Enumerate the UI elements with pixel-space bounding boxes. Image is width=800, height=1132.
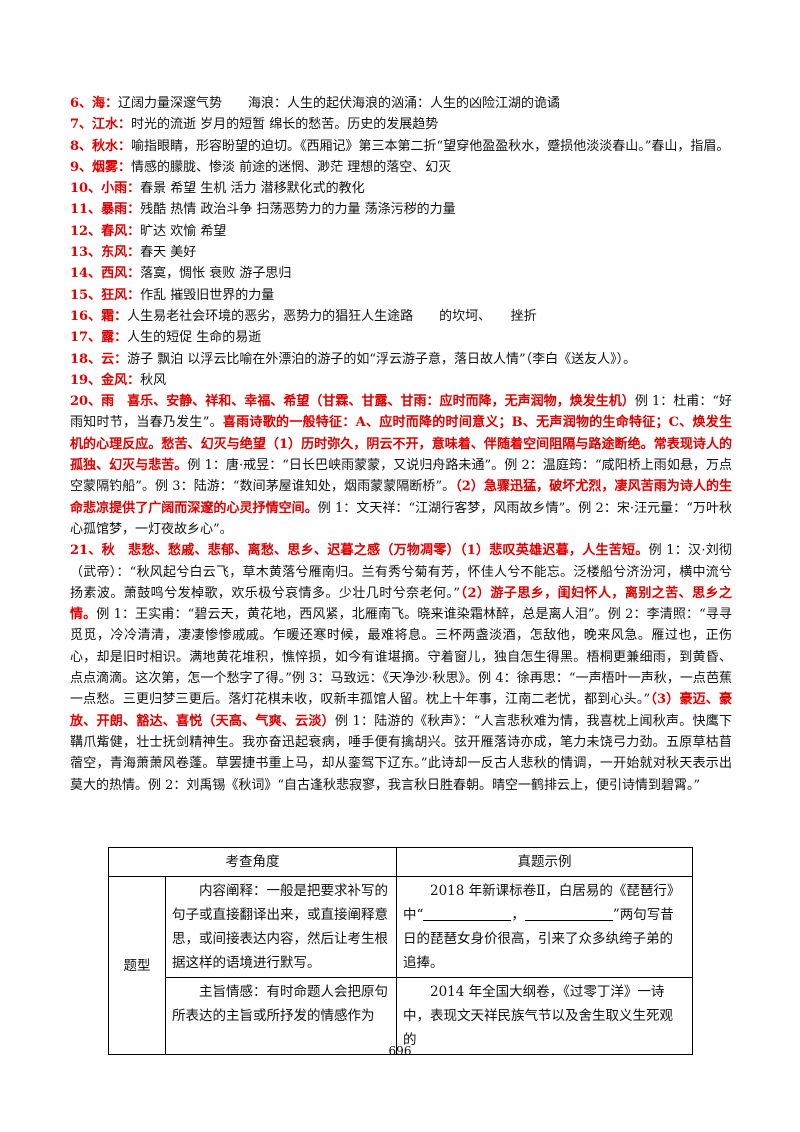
imagery-entry: 13、东风：春天 美好 xyxy=(70,242,732,263)
example-text: 例 1：唐·戒昱：“日长巴峡雨蒙蒙，又说归舟路未通”。例 2：温庭筠：“咸阳桥上… xyxy=(70,458,732,495)
imagery-entry: 17、露：人生的短促 生命的易逝 xyxy=(70,327,732,348)
example-text: 例 1：文天祥：“江湖行客梦，风雨故乡情”。例 2：宋·汪元量：“万叶秋心孤馆梦… xyxy=(70,500,732,537)
entry-meaning: 残酷 热情 政治斗争 扫荡恶势力的力量 荡涤污秽的力量 xyxy=(140,202,456,218)
imagery-entry: 18、云：游子 飘泊 以浮云比喻在外漂泊的游子的如“浮云游子意，落日故人情”（李… xyxy=(70,349,732,370)
imagery-entry: 12、春风：旷达 欢愉 希望 xyxy=(70,221,732,242)
entry-term: 14、西风： xyxy=(70,266,141,282)
exam-table: 考查角度 真题示例 题型 内容阐释：一般是把要求补写的句子或直接翻译出来，或直接… xyxy=(108,847,693,1055)
imagery-entry: 16、霜：人生易老社会环境的恶劣，恶势力的猖狂人生途路 的坎坷、 挫折 xyxy=(70,306,732,327)
entry-autumn: 21、秋 悲愁、愁戚、悲郁、离愁、思乡、迟暮之感（万物凋零）（1）悲叹英雄迟暮，… xyxy=(70,540,732,796)
angle-cell: 内容阐释：一般是把要求补写的句子或直接翻译出来，或直接阐释意思，或间接表达内容，… xyxy=(165,876,397,978)
example-text: ”两句写昔日的琵琶女身价很高，引来了众多纨绔子弟的追捧。 xyxy=(403,907,674,971)
entry-term: 11、暴雨： xyxy=(70,202,141,218)
example-cell: 2014 年全国大纲卷，《过零丁洋》一诗中，表现文天祥民族气节以及舍生取义生死观… xyxy=(396,977,693,1055)
entry-rain: 20、雨 喜乐、安静、祥和、幸福、希望（甘霖、甘露、甘雨：应时而降，无声润物，焕… xyxy=(70,391,732,540)
example-separator: ， xyxy=(511,907,525,923)
emphasis-text: （2）游子思乡，闺妇怀人，离别之苦、思乡之情。 xyxy=(70,585,733,623)
entry-term: 15、狂风： xyxy=(70,287,141,303)
answer-blank xyxy=(423,906,512,921)
entry-term: 19、金风： xyxy=(70,372,141,388)
page-number: 696 xyxy=(388,1044,412,1058)
emphasis-text: （3）豪迈、豪放、开朗、豁达、喜悦（天高、气爽、云淡） xyxy=(70,692,732,729)
emphasis-text: 喜雨诗歌的一般特征：A、应时而降的时间意义；B、无声润物的生命特征；C、焕发生机… xyxy=(70,415,733,474)
example-text: 2018 年新课标卷Ⅱ，白居易的《琵琶行》中“ xyxy=(403,883,681,923)
entry-meaning: 喻指眼睛，形容盼望的迫切。《西厢记》第三本第二折“望穿他盈盈秋水，蹙损他淡淡春山… xyxy=(131,138,730,154)
imagery-entry: 9、烟雾：情感的朦胧、惨淡 前途的迷惘、渺茫 理想的落空、幻灭 xyxy=(70,157,732,178)
imagery-entry: 11、暴雨：残酷 热情 政治斗争 扫荡恶势力的力量 荡涤污秽的力量 xyxy=(70,199,732,220)
entry-term: 16、霜： xyxy=(70,308,128,324)
entry-meaning: 作乱 摧毁旧世界的力量 xyxy=(140,287,275,303)
entry-meaning: 人生的短促 生命的易逝 xyxy=(127,330,262,346)
angle-cell: 主旨情感：有时命题人会把原句所表达的主旨或所抒发的情感作为 xyxy=(165,977,397,1055)
imagery-entry: 7、江水：时光的流逝 岁月的短暂 绵长的愁苦。历史的发展趋势 xyxy=(70,114,732,135)
entry-meaning: 时光的流逝 岁月的短暂 绵长的愁苦。历史的发展趋势 xyxy=(131,117,439,133)
table-row: 主旨情感：有时命题人会把原句所表达的主旨或所抒发的情感作为 2014 年全国大纲… xyxy=(109,977,693,1055)
entry-meaning: 情感的朦胧、惨淡 前途的迷惘、渺茫 理想的落空、幻灭 xyxy=(131,159,452,175)
imagery-entry: 6、海：辽阔力量深邃气势 海浪：人生的起伏海浪的汹涌：人生的凶险江湖的诡谲 xyxy=(70,93,732,114)
example-text: 例 1：王实甫：“碧云天，黄花地，西风紧，北雁南飞。晓来谁染霜林醉，总是离人泪”… xyxy=(70,607,732,708)
imagery-entry: 8、秋水：喻指眼睛，形容盼望的迫切。《西厢记》第三本第二折“望穿他盈盈秋水，蹙损… xyxy=(70,136,732,157)
header-angle: 考查角度 xyxy=(108,847,397,877)
entry-meaning: 人生易老社会环境的恶劣，恶势力的猖狂人生途路 的坎坷、 挫折 xyxy=(127,308,537,324)
imagery-entry: 19、金风：秋风 xyxy=(70,370,732,391)
entry-meaning: 春景 希望 生机 活力 潜移默化式的教化 xyxy=(140,181,365,197)
emphasis-text: 21、秋 悲愁、愁戚、悲郁、离愁、思乡、迟暮之感（万物凋零）（1）悲叹英雄迟暮，… xyxy=(70,543,649,559)
entry-meaning: 落寞，惆怅 衰败 游子思归 xyxy=(140,266,292,282)
entry-meaning: 旷达 欢愉 希望 xyxy=(140,223,227,239)
example-cell: 2018 年新课标卷Ⅱ，白居易的《琵琶行》中“，”两句写昔日的琵琶女身价很高，引… xyxy=(396,876,693,978)
entry-meaning: 秋风 xyxy=(140,372,167,388)
header-example: 真题示例 xyxy=(396,847,693,877)
entry-term: 9、烟雾： xyxy=(70,159,132,175)
table-row: 题型 内容阐释：一般是把要求补写的句子或直接翻译出来，或直接阐释意思，或间接表达… xyxy=(108,876,693,1055)
entry-term: 13、东风： xyxy=(70,245,141,261)
answer-blank xyxy=(524,906,613,921)
example-text: 例 1：杜甫：“好雨知时节，当春乃发生”。 xyxy=(70,394,732,431)
entry-term: 7、江水： xyxy=(70,117,132,133)
emphasis-text: 20、雨 喜乐、安静、祥和、幸福、希望（甘霖、甘露、甘雨：应时而降，无声润物，焕… xyxy=(70,394,635,410)
entry-term: 8、秋水： xyxy=(70,138,132,154)
entry-term: 6、海： xyxy=(70,96,119,111)
table-header-row: 考查角度 真题示例 xyxy=(108,847,693,877)
example-text: 例 1：陆游的《秋声》：“人言悲秋难为情，我喜枕上闻秋声。快鹰下鞲爪觜健，壮士抚… xyxy=(70,713,732,793)
example-text: 例 1：汉·刘彻（武帝）：“秋风起兮白云飞，草木黄落兮雁南归。兰有秀兮菊有芳，怀… xyxy=(70,543,732,601)
entry-meaning: 游子 飘泊 以浮云比喻在外漂泊的游子的如“浮云游子意，落日故人情”（李白《送友人… xyxy=(127,351,637,367)
entry-meaning: 辽阔力量深邃气势 海浪：人生的起伏海浪的汹涌：人生的凶险江湖的诡谲 xyxy=(118,96,561,111)
emphasis-text: （2）急骤迅猛，破坏尤烈，凄风苦雨为诗人的生命悲凉提供了广阔而深邃的心灵抒情空间… xyxy=(70,479,732,516)
entry-term: 10、小雨： xyxy=(70,181,141,197)
category-cell: 题型 xyxy=(108,876,166,1055)
entry-term: 17、露： xyxy=(70,330,128,346)
imagery-entry: 15、狂风：作乱 摧毁旧世界的力量 xyxy=(70,285,732,306)
imagery-entry: 14、西风：落寞，惆怅 衰败 游子思归 xyxy=(70,263,732,284)
entry-term: 18、云： xyxy=(70,351,128,367)
entry-meaning: 春天 美好 xyxy=(140,245,197,261)
entry-term: 12、春风： xyxy=(70,223,141,239)
imagery-entry: 10、小雨：春景 希望 生机 活力 潜移默化式的教化 xyxy=(70,178,732,199)
